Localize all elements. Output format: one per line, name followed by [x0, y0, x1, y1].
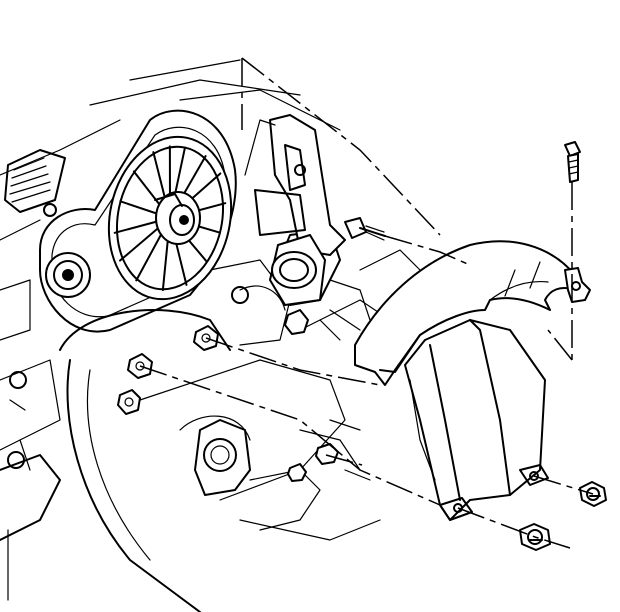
grille-icon: [4, 149, 66, 213]
drive-pulley: [107, 135, 233, 301]
stud-fastener: [344, 217, 386, 241]
coolant-outlet: [269, 234, 326, 306]
engine-block: [0, 59, 421, 612]
idler-pulley: [45, 252, 91, 298]
support-bracket: [244, 114, 346, 256]
alignment-lines: [139, 57, 594, 549]
engine-nuts: [7, 309, 339, 482]
mounting-bolt: [564, 141, 581, 183]
heat-shield-cover: [354, 240, 591, 521]
